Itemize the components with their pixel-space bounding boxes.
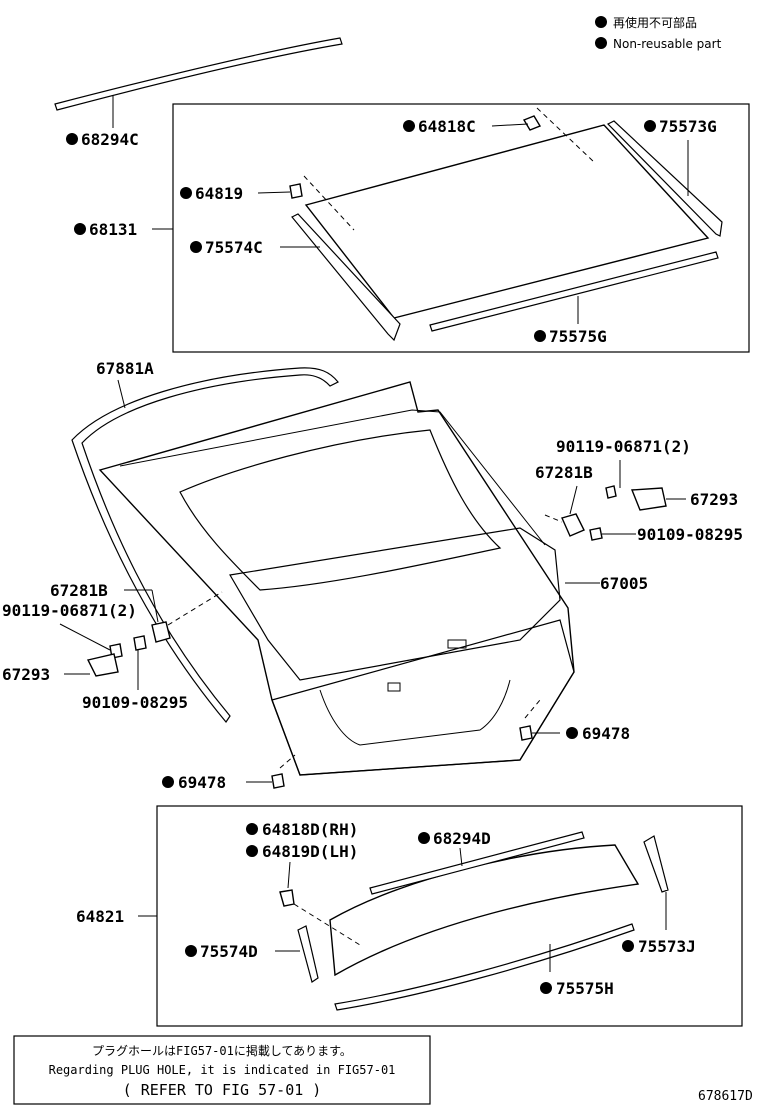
non-reusable-dot-icon — [595, 37, 607, 49]
label-68294C: 68294C — [81, 130, 139, 149]
legend-en: Non-reusable part — [613, 37, 722, 51]
legend-jp: 再使用不可部品 — [613, 15, 697, 30]
label-75575G: 75575G — [549, 327, 607, 346]
figure-number: 678617D — [698, 1089, 753, 1104]
label-67881A: 67881A — [96, 359, 154, 378]
label-90119-top: 90119-06871(2) — [556, 437, 691, 456]
right-hinge-group: 90119-06871(2) 67281B 67293 90109-08295 — [535, 437, 743, 544]
part-69478: 69478 69478 — [162, 699, 630, 792]
label-90109-left: 90109-08295 — [82, 693, 188, 712]
label-64818C: 64818C — [418, 117, 476, 136]
note-ref: ( REFER TO FIG 57-01 ) — [123, 1081, 322, 1099]
label-67293-right: 67293 — [690, 490, 738, 509]
label-75574D: 75574D — [200, 942, 258, 961]
label-75575H: 75575H — [556, 979, 614, 998]
label-75574C: 75574C — [205, 238, 263, 257]
part-68294C: 68294C — [54, 37, 343, 149]
note-jp: プラグホールはFIG57-01に掲載してあります。 — [92, 1043, 352, 1058]
label-68294D: 68294D — [433, 829, 491, 848]
label-64819: 64819 — [195, 184, 243, 203]
label-67281B-left: 67281B — [50, 581, 108, 600]
label-69478-left: 69478 — [178, 773, 226, 792]
non-reusable-dot-icon — [595, 16, 607, 28]
legend: 再使用不可部品 Non-reusable part — [595, 15, 722, 51]
upper-glass-assembly: 68131 64818C 75573G 64819 75574C 75575G — [74, 103, 750, 353]
label-64819D: 64819D(LH) — [262, 842, 358, 861]
left-hinge-group: 67281B 90119-06871(2) 67293 90109-08295 — [2, 581, 223, 712]
label-90109-right: 90109-08295 — [637, 525, 743, 544]
label-69478-right: 69478 — [582, 724, 630, 743]
label-75573G: 75573G — [659, 117, 717, 136]
label-67293-left: 67293 — [2, 665, 50, 684]
label-67281B-right: 67281B — [535, 463, 593, 482]
lower-glass-assembly: 64821 64818D(RH) 64819D(LH) 68294D 75574… — [76, 805, 743, 1027]
part-67005-back-door: 67005 — [98, 381, 648, 776]
note-en: Regarding PLUG HOLE, it is indicated in … — [49, 1063, 396, 1077]
plug-hole-note: プラグホールはFIG57-01に掲載してあります。 Regarding PLUG… — [13, 1035, 431, 1105]
label-90119-left: 90119-06871(2) — [2, 601, 137, 620]
label-75573J: 75573J — [638, 937, 696, 956]
label-67005: 67005 — [600, 574, 648, 593]
label-64818D: 64818D(RH) — [262, 820, 358, 839]
part-67881A: 67881A — [71, 359, 339, 724]
label-64821: 64821 — [76, 907, 124, 926]
label-68131: 68131 — [89, 220, 137, 239]
